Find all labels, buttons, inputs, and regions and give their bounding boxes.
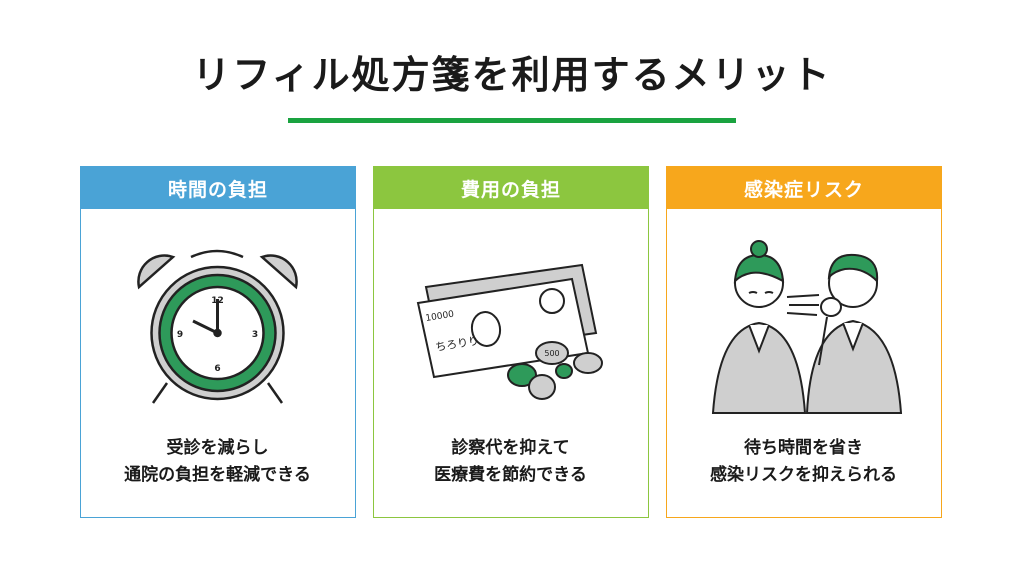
card-time-burden: 時間の負担 12 3 6 9 受診を減らし 通院の負担を軽減できる [80,166,356,518]
card-header-label: 時間の負担 [167,178,268,201]
money-icon: 10000 ちろりり 500 [416,263,603,400]
title-underline [288,118,736,123]
card-header-label: 費用の負担 [460,178,561,201]
card-description: 待ち時間を省き 感染リスクを抑えられる [667,435,940,489]
card-description-line1: 待ち時間を省き [744,438,863,458]
card-description: 診察代を抑えて 医療費を節約できる [374,435,647,489]
alarm-clock-icon: 12 3 6 9 [137,249,298,404]
coin-500-label: 500 [544,349,559,358]
card-description: 受診を減らし 通院の負担を軽減できる [81,435,354,489]
card-header-time: 時間の負担 [81,167,355,209]
card-infection-risk: 感染症リスク 待ち時間を省き 感 [666,166,942,518]
bill-serial-number: 10000 [425,310,455,324]
clock-number-6: 6 [214,364,220,374]
card-description-line2: 通院の負担を軽減できる [124,465,311,485]
clock-number-9: 9 [177,330,183,340]
coughing-people-icon [711,240,903,414]
card-header-cost: 費用の負担 [374,167,648,209]
card-description-line2: 医療費を節約できる [434,465,587,485]
card-description-line2: 感染リスクを抑えられる [710,465,897,485]
page-title: リフィル処方箋を利用するメリット [192,53,832,97]
clock-number-12: 12 [211,296,224,306]
card-header-label: 感染症リスク [743,178,864,201]
card-description-line1: 受診を減らし [166,438,269,458]
clock-number-3: 3 [252,330,258,340]
card-description-line1: 診察代を抑えて [451,438,570,458]
card-header-infection: 感染症リスク [667,167,941,209]
card-cost-burden: 費用の負担 10000 ちろりり 500 診察代を抑えて 医療費を節約できる [373,166,649,518]
